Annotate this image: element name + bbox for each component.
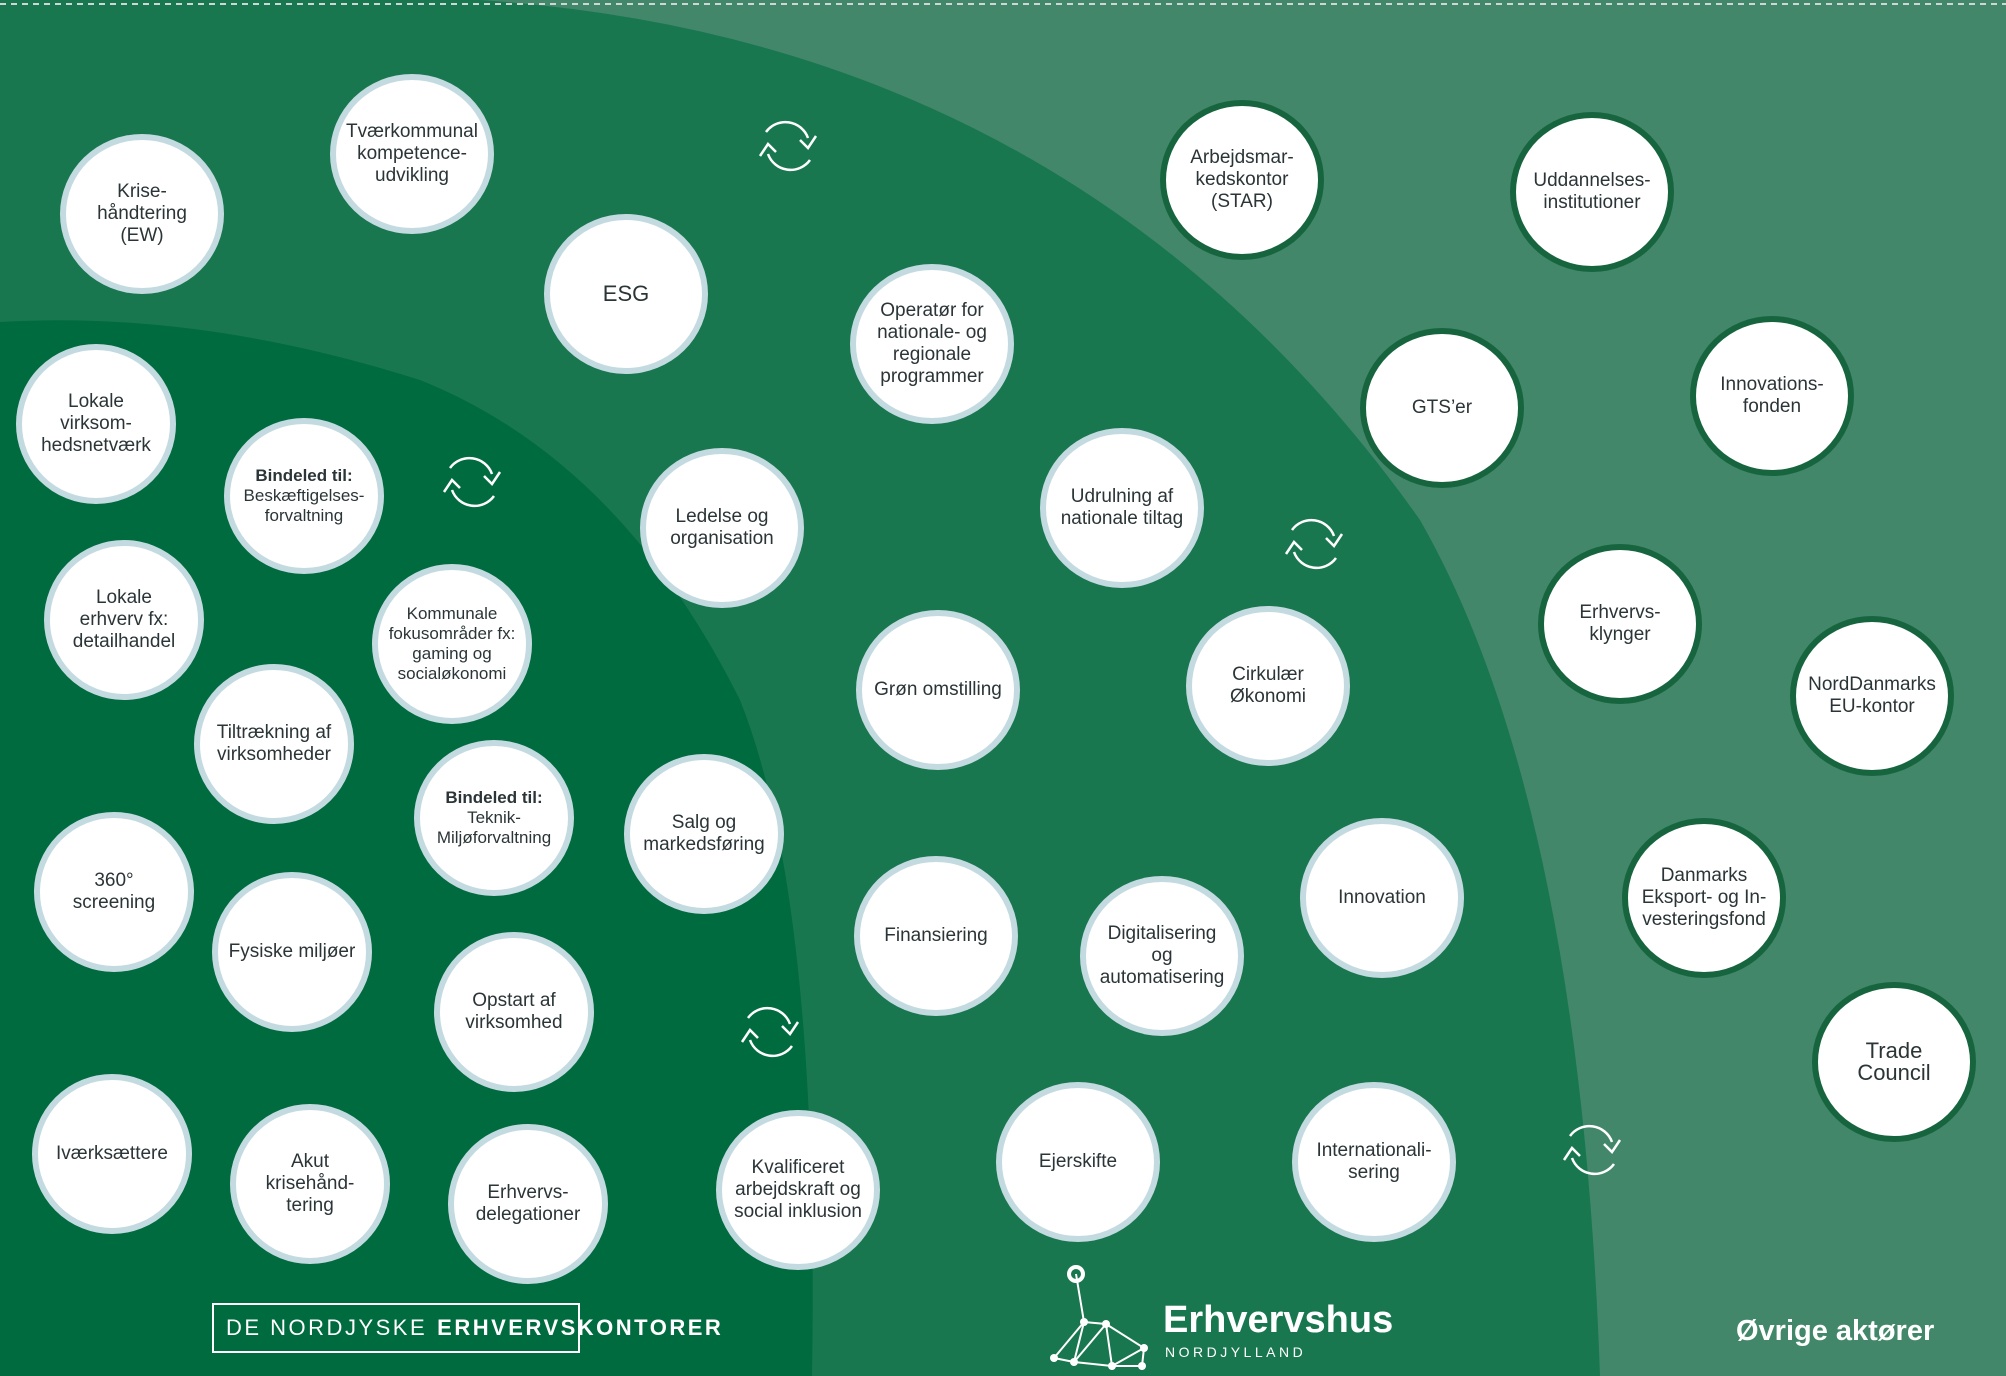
node-label: Digitalisering og automatisering (1099, 923, 1225, 988)
node-groen: Grøn omstilling (856, 610, 1020, 770)
node-label: Erhvervs- delegationer (475, 1182, 581, 1225)
node-uddannelse: Uddannelses- institutioner (1510, 112, 1674, 272)
node-label: Fysiske miljøer (228, 941, 356, 962)
logo-text-light: DE NORDJYSKE (226, 1315, 428, 1340)
node-fysiske: Fysiske miljøer (212, 872, 372, 1032)
node-label-bold: Bindeled til: (255, 466, 353, 485)
node-label: Innovations- fonden (1720, 374, 1824, 417)
inner-zone (0, 320, 813, 1376)
circular-arrows-icon (1562, 1124, 1622, 1176)
node-trade-council: Trade Council (1812, 982, 1976, 1142)
node-label: Opstart af virksomhed (465, 990, 563, 1033)
circular-arrows-icon (442, 456, 502, 508)
node-krisehaandtering: Krise- håndtering (EW) (60, 134, 224, 294)
node-opstart: Opstart af virksomhed (434, 932, 594, 1092)
node-label: Uddannelses- institutioner (1533, 170, 1651, 213)
node-klynger: Erhvervs- klynger (1538, 544, 1702, 704)
node-kvalificeret: Kvalificeret arbejdskraft og social inkl… (716, 1110, 880, 1270)
node-label: Ledelse og organisation (670, 506, 774, 549)
node-kommunale-fokus: Kommunale fokusområder fx: gaming og soc… (372, 564, 532, 724)
circular-arrows-icon (758, 120, 818, 172)
logo-text-bold: ERHVERVSKONTORER (437, 1315, 724, 1340)
node-label: Kvalificeret arbejdskraft og social inkl… (734, 1157, 862, 1222)
node-internationalisering: Internationali- sering (1292, 1082, 1456, 1242)
node-label: Teknik- Miljøforvaltning (436, 808, 552, 847)
node-screening: 360° screening (34, 812, 194, 972)
erhvervshus-logo-name: Erhvervshus (1163, 1299, 1394, 1341)
node-label: Akut krisehånd- tering (265, 1151, 355, 1216)
node-innovation: Innovation (1300, 818, 1464, 978)
node-eu-kontor: NordDanmarks EU-kontor (1790, 616, 1954, 776)
node-label: Erhvervs- klynger (1579, 602, 1661, 645)
node-innovationsfonden: Innovations- fonden (1690, 316, 1854, 476)
node-bindeled-beskaeftigelse: Bindeled til:Beskæftigelses- forvaltning (224, 418, 384, 574)
node-arbejdsmarked: Arbejdsmar- kedskontor (STAR) (1160, 100, 1324, 260)
node-ejerskifte: Ejerskifte (996, 1082, 1160, 1242)
node-label: ESG (602, 281, 650, 306)
outer-zone-label: Øvrige aktører (1736, 1315, 1935, 1347)
node-label: Lokale erhverv fx: detailhandel (72, 587, 176, 652)
node-label: Tværkommunal kompetence- udvikling (346, 121, 478, 186)
node-esg: ESG (544, 214, 708, 374)
nordjyske-erhvervskontorer-logo: DE NORDJYSKE ERHVERVSKONTORER (212, 1303, 721, 1353)
node-lokale-erhverv: Lokale erhverv fx: detailhandel (44, 540, 204, 700)
node-label: Finansiering (884, 925, 988, 946)
node-label: Grøn omstilling (874, 679, 1002, 700)
node-operatoer: Operatør for nationale- og regionale pro… (850, 264, 1014, 424)
node-label: Kommunale fokusområder fx: gaming og soc… (388, 604, 516, 683)
node-eifo: Danmarks Eksport- og In- vesteringsfond (1622, 818, 1786, 978)
node-label: Ejerskifte (1038, 1151, 1118, 1172)
node-ledelse: Ledelse og organisation (640, 448, 804, 608)
node-label: Beskæftigelses- forvaltning (243, 486, 365, 525)
erhvervshus-network-icon (1050, 1265, 1148, 1370)
node-bindeled-teknik: Bindeled til:Teknik- Miljøforvaltning (414, 740, 574, 896)
node-digitalisering: Digitalisering og automatisering (1080, 876, 1244, 1036)
node-lokale-netvaerk: Lokale virksom- hedsnetværk (16, 344, 176, 504)
node-ivaerksaettere: Iværksættere (32, 1074, 192, 1234)
node-label: Trade Council (1857, 1038, 1931, 1085)
node-label: Salg og markedsføring (643, 812, 765, 855)
node-label: Operatør for nationale- og regionale pro… (877, 300, 987, 387)
node-label: Krise- håndtering (EW) (97, 181, 187, 246)
node-salg: Salg og markedsføring (624, 754, 784, 914)
node-label: Cirkulær Økonomi (1229, 664, 1307, 707)
node-tiltraekning: Tiltrækning af virksomheder (194, 664, 354, 824)
node-label: GTS’er (1411, 397, 1473, 418)
node-label: Iværksættere (56, 1143, 168, 1164)
circular-arrows-icon (740, 1006, 800, 1058)
node-tvaerkommunal: Tværkommunal kompetence- udvikling (330, 74, 494, 234)
node-label: Internationali- sering (1316, 1140, 1432, 1183)
node-label: Tiltrækning af virksomheder (216, 722, 332, 765)
node-label: 360° screening (72, 870, 156, 913)
node-label: Arbejdsmar- kedskontor (STAR) (1190, 147, 1294, 212)
circular-arrows-icon (1284, 518, 1344, 570)
node-udrulning: Udrulning af nationale tiltag (1040, 428, 1204, 588)
node-akut: Akut krisehånd- tering (230, 1104, 390, 1264)
node-label: Danmarks Eksport- og In- vesteringsfond (1641, 865, 1767, 930)
node-gts: GTS’er (1360, 328, 1524, 488)
node-cirkulaer: Cirkulær Økonomi (1186, 606, 1350, 766)
node-label: Lokale virksom- hedsnetværk (41, 391, 151, 456)
node-label-bold: Bindeled til: (445, 788, 543, 807)
node-label: NordDanmarks EU-kontor (1808, 674, 1936, 717)
erhvervshus-logo-sub: NORDJYLLAND (1165, 1344, 1307, 1360)
node-finansiering: Finansiering (854, 856, 1018, 1016)
node-label: Innovation (1338, 887, 1426, 908)
node-delegationer: Erhvervs- delegationer (448, 1124, 608, 1284)
node-label: Udrulning af nationale tiltag (1060, 486, 1184, 529)
